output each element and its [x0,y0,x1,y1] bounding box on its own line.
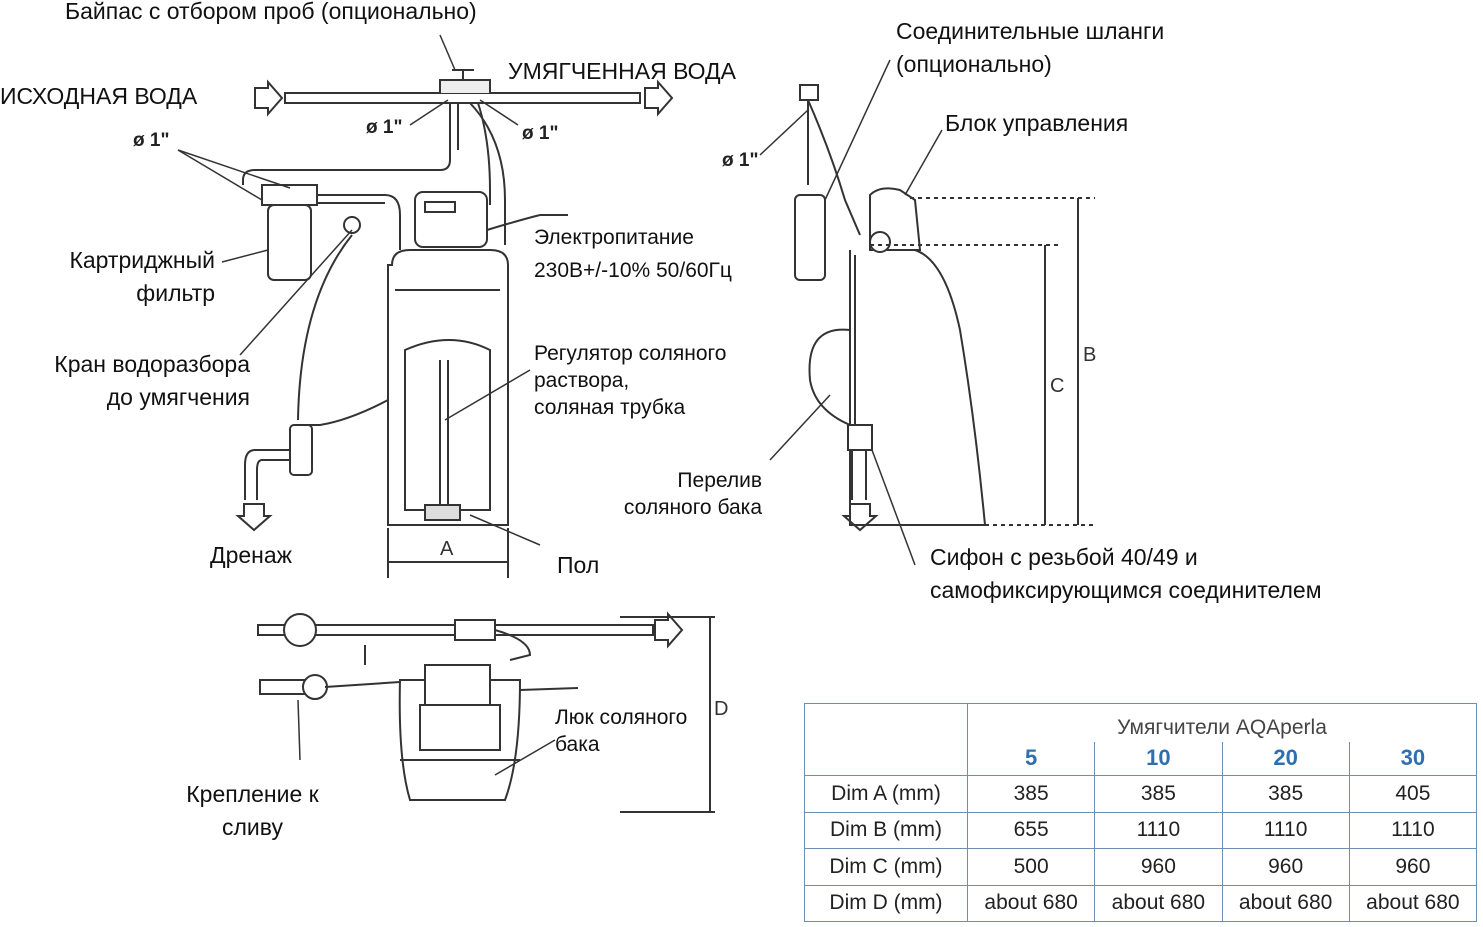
label-diameter-4: ø 1" [722,150,759,171]
side-view-drawing [794,84,1095,526]
table-cell: 960 [1348,848,1478,886]
label-raw-water: ИСХОДНАЯ ВОДА [0,83,198,109]
label-diameter-1: ø 1" [133,130,170,151]
drain-hose-drawing [244,234,389,500]
main-pipes [242,69,641,245]
cartridge-filter-drawing [261,184,401,281]
dimension-a-lines [387,528,509,578]
table-row: Dim D (mm) about 680 about 680 about 680… [804,884,1478,922]
label-overflow-line1: Перелив [677,469,762,492]
label-power-line2: 230В+/-10% 50/60Гц [534,259,732,282]
table-model-header: 5 [966,741,1096,776]
label-cartridge-filter-line1: Картриджный [69,247,215,273]
label-drain: Дренаж [210,542,293,568]
table-cell: about 680 [1221,884,1350,922]
dimension-label-d: D [714,698,729,720]
label-hoses-line2: (опционально) [896,51,1052,77]
table-cell: 1110 [1094,811,1223,849]
label-floor: Пол [557,552,600,578]
label-brine-line1: Регулятор соляного [534,342,727,365]
table-model-header: 30 [1348,741,1478,776]
label-diameter-2: ø 1" [366,117,403,138]
table-row: Dim A (mm) 385 385 385 405 [804,775,1478,813]
label-mount-line1: Крепление к [186,781,319,807]
table-cell: 1110 [1221,811,1350,849]
flow-arrows [235,79,879,649]
table-row-label: Dim A (mm) [804,775,968,813]
label-hatch-line1: Люк соляного [555,706,688,729]
table-cell: 385 [1221,775,1350,813]
table-cell: 385 [1094,775,1223,813]
label-soft-water: УМЯГЧЕННАЯ ВОДА [508,58,736,84]
table-corner-cell [804,703,968,776]
table-cell: about 680 [966,884,1096,922]
label-bypass: Байпас с отбором проб (опционально) [65,0,477,24]
label-hoses-line1: Соединительные шланги [896,18,1165,44]
table-cell: 655 [966,811,1096,849]
top-view-drawing [257,613,715,813]
label-siphon-line2: самофиксирующимся соединителем [930,577,1322,603]
table-cell: 385 [966,775,1096,813]
table-model-header: 10 [1094,741,1223,776]
dimension-label-c: C [1050,375,1065,397]
table-cell: 960 [1221,848,1350,886]
label-mount-line2: сливу [222,814,283,840]
table-row-label: Dim B (mm) [804,811,968,849]
dimension-label-a: A [440,538,454,560]
dimension-label-b: B [1083,344,1097,366]
label-power-line1: Электропитание [534,226,694,249]
table-cell: 405 [1348,775,1478,813]
label-hatch-line2: бака [555,733,600,756]
table-row: Dim C (mm) 500 960 960 960 [804,848,1478,886]
label-cartridge-filter-line2: фильтр [136,280,215,306]
table-cell: 500 [966,848,1096,886]
table-cell: 960 [1094,848,1223,886]
label-siphon-line1: Сифон с резьбой 40/49 и [930,544,1198,570]
table-title-row: Умягчители AQAperla [804,703,1477,776]
table-models-row: 5 10 20 30 [805,741,1478,776]
label-control-unit: Блок управления [945,110,1129,136]
table-cell: about 680 [1348,884,1478,922]
label-brine-line3: соляная трубка [534,396,686,419]
label-brine-line2: раствора, [534,369,630,392]
table-cell: about 680 [1094,884,1223,922]
dimensions-table: Умягчители AQAperla 5 10 20 30 Dim A (mm… [804,703,1478,922]
table-cell: 1110 [1348,811,1478,849]
label-tap-line2: до умягчения [106,384,250,410]
table-row-label: Dim D (mm) [804,884,968,922]
label-tap-line1: Кран водоразбора [54,351,250,377]
leader-lines [177,34,943,776]
table-row-label: Dim C (mm) [804,848,968,886]
label-diameter-3: ø 1" [522,123,559,144]
label-overflow-line2: соляного бака [623,496,762,519]
table-model-header: 20 [1221,741,1350,776]
table-row: Dim B (mm) 655 1110 1110 1110 [804,811,1478,849]
softener-cabinet-drawing [387,191,509,526]
table-title: Умягчители AQAperla [967,703,1477,742]
